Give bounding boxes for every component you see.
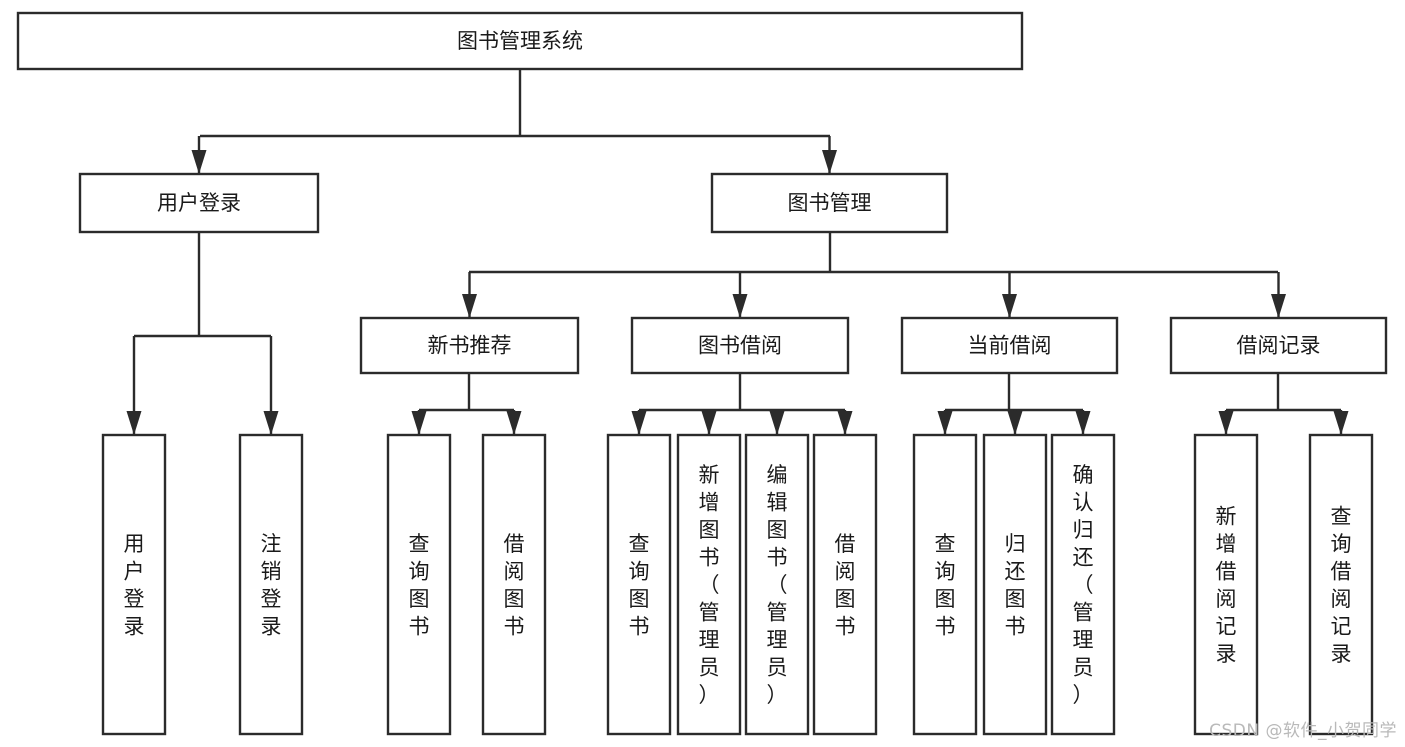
node-leaf-add-record[interactable]: 新增借阅记录 xyxy=(1193,433,1259,736)
node-box-user-login[interactable] xyxy=(78,172,320,234)
arrow-head-icon xyxy=(506,411,522,435)
arrow-head-icon xyxy=(1002,294,1017,318)
node-leaf-return-book[interactable]: 归还图书 xyxy=(982,433,1048,736)
node-leaf-borrow-book-1[interactable]: 借阅图书 xyxy=(481,433,547,736)
node-book-manage[interactable]: 图书管理 xyxy=(710,172,949,234)
arrow-head-icon xyxy=(701,411,717,435)
node-leaf-borrow-book-2[interactable]: 借阅图书 xyxy=(812,433,878,736)
node-user-login[interactable]: 用户登录 xyxy=(78,172,320,234)
arrow-head-icon xyxy=(837,411,853,435)
node-label-leaf-edit-book: 编辑图书（管理员） xyxy=(767,463,788,707)
node-label-book-borrow: 图书借阅 xyxy=(698,334,782,358)
node-label-user-login: 用户登录 xyxy=(157,191,241,215)
node-box-new-book-rec[interactable] xyxy=(359,316,580,375)
node-label-current-borrow: 当前借阅 xyxy=(968,334,1052,358)
node-label-leaf-borrow-book-1: 借阅图书 xyxy=(504,532,525,639)
node-box-leaf-query-book-1[interactable] xyxy=(386,433,452,736)
node-box-leaf-confirm-return[interactable] xyxy=(1050,433,1116,736)
arrow-head-icon xyxy=(1007,411,1023,435)
node-box-book-borrow[interactable] xyxy=(630,316,850,375)
arrow-head-icon xyxy=(263,411,279,435)
node-box-leaf-logout[interactable] xyxy=(238,433,304,736)
node-label-leaf-borrow-book-2: 借阅图书 xyxy=(835,532,856,639)
node-box-leaf-borrow-book-1[interactable] xyxy=(481,433,547,736)
arrow-head-icon xyxy=(631,411,647,435)
arrow-head-icon xyxy=(822,150,837,174)
node-book-borrow[interactable]: 图书借阅 xyxy=(630,316,850,375)
arrow-head-icon xyxy=(1333,411,1349,435)
node-leaf-edit-book[interactable]: 编辑图书（管理员） xyxy=(744,433,810,736)
node-box-book-manage[interactable] xyxy=(710,172,949,234)
node-leaf-query-book-3[interactable]: 查询图书 xyxy=(912,433,978,736)
node-box-leaf-query-book-3[interactable] xyxy=(912,433,978,736)
node-label-leaf-return-book: 归还图书 xyxy=(1005,532,1026,639)
node-label-leaf-user-login: 用户登录 xyxy=(124,532,145,639)
arrow-head-icon xyxy=(411,411,427,435)
arrow-head-icon xyxy=(126,411,142,435)
arrow-head-icon xyxy=(1271,294,1286,318)
node-label-leaf-add-book: 新增图书（管理员） xyxy=(699,463,720,707)
node-box-leaf-borrow-book-2[interactable] xyxy=(812,433,878,736)
node-borrow-record[interactable]: 借阅记录 xyxy=(1169,316,1388,375)
arrow-head-icon xyxy=(191,150,207,174)
node-label-root: 图书管理系统 xyxy=(457,29,583,53)
node-leaf-logout[interactable]: 注销登录 xyxy=(238,433,304,736)
node-label-book-manage: 图书管理 xyxy=(788,191,872,215)
node-label-leaf-add-record: 新增借阅记录 xyxy=(1216,504,1237,666)
arrow-head-icon xyxy=(769,411,785,435)
node-current-borrow[interactable]: 当前借阅 xyxy=(900,316,1119,375)
csdn-watermark: CSDN @软件_小贺同学 xyxy=(1209,721,1397,741)
node-label-leaf-query-record: 查询借阅记录 xyxy=(1331,504,1352,666)
node-box-leaf-query-record[interactable] xyxy=(1308,433,1374,736)
node-label-new-book-rec: 新书推荐 xyxy=(428,334,512,358)
node-leaf-confirm-return[interactable]: 确认归还（管理员） xyxy=(1050,433,1116,736)
node-new-book-rec[interactable]: 新书推荐 xyxy=(359,316,580,375)
node-leaf-add-book[interactable]: 新增图书（管理员） xyxy=(676,433,742,736)
node-leaf-query-book-1[interactable]: 查询图书 xyxy=(386,433,452,736)
node-box-leaf-query-book-2[interactable] xyxy=(606,433,672,736)
node-box-leaf-return-book[interactable] xyxy=(982,433,1048,736)
node-label-borrow-record: 借阅记录 xyxy=(1237,334,1321,358)
arrow-head-icon xyxy=(1218,411,1234,435)
node-box-leaf-edit-book[interactable] xyxy=(744,433,810,736)
node-box-borrow-record[interactable] xyxy=(1169,316,1388,375)
node-label-leaf-query-book-3: 查询图书 xyxy=(935,532,956,639)
node-box-leaf-user-login[interactable] xyxy=(101,433,167,736)
arrow-head-icon xyxy=(937,411,953,435)
node-box-root[interactable] xyxy=(16,11,1024,71)
nodes-layer: 图书管理系统用户登录图书管理新书推荐图书借阅当前借阅借阅记录用户登录注销登录查询… xyxy=(16,11,1388,736)
node-label-leaf-logout: 注销登录 xyxy=(261,532,282,639)
node-box-leaf-add-record[interactable] xyxy=(1193,433,1259,736)
arrow-head-icon xyxy=(462,294,477,318)
node-leaf-query-book-2[interactable]: 查询图书 xyxy=(606,433,672,736)
node-root[interactable]: 图书管理系统 xyxy=(16,11,1024,71)
node-label-leaf-query-book-1: 查询图书 xyxy=(409,532,430,639)
node-label-leaf-query-book-2: 查询图书 xyxy=(629,532,650,639)
node-box-current-borrow[interactable] xyxy=(900,316,1119,375)
connectors-layer xyxy=(126,69,1349,435)
node-leaf-query-record[interactable]: 查询借阅记录 xyxy=(1308,433,1374,736)
arrow-head-icon xyxy=(1075,411,1091,435)
node-box-leaf-add-book[interactable] xyxy=(676,433,742,736)
arrow-head-icon xyxy=(732,294,748,318)
node-label-leaf-confirm-return: 确认归还（管理员） xyxy=(1073,463,1094,707)
node-leaf-user-login[interactable]: 用户登录 xyxy=(101,433,167,736)
